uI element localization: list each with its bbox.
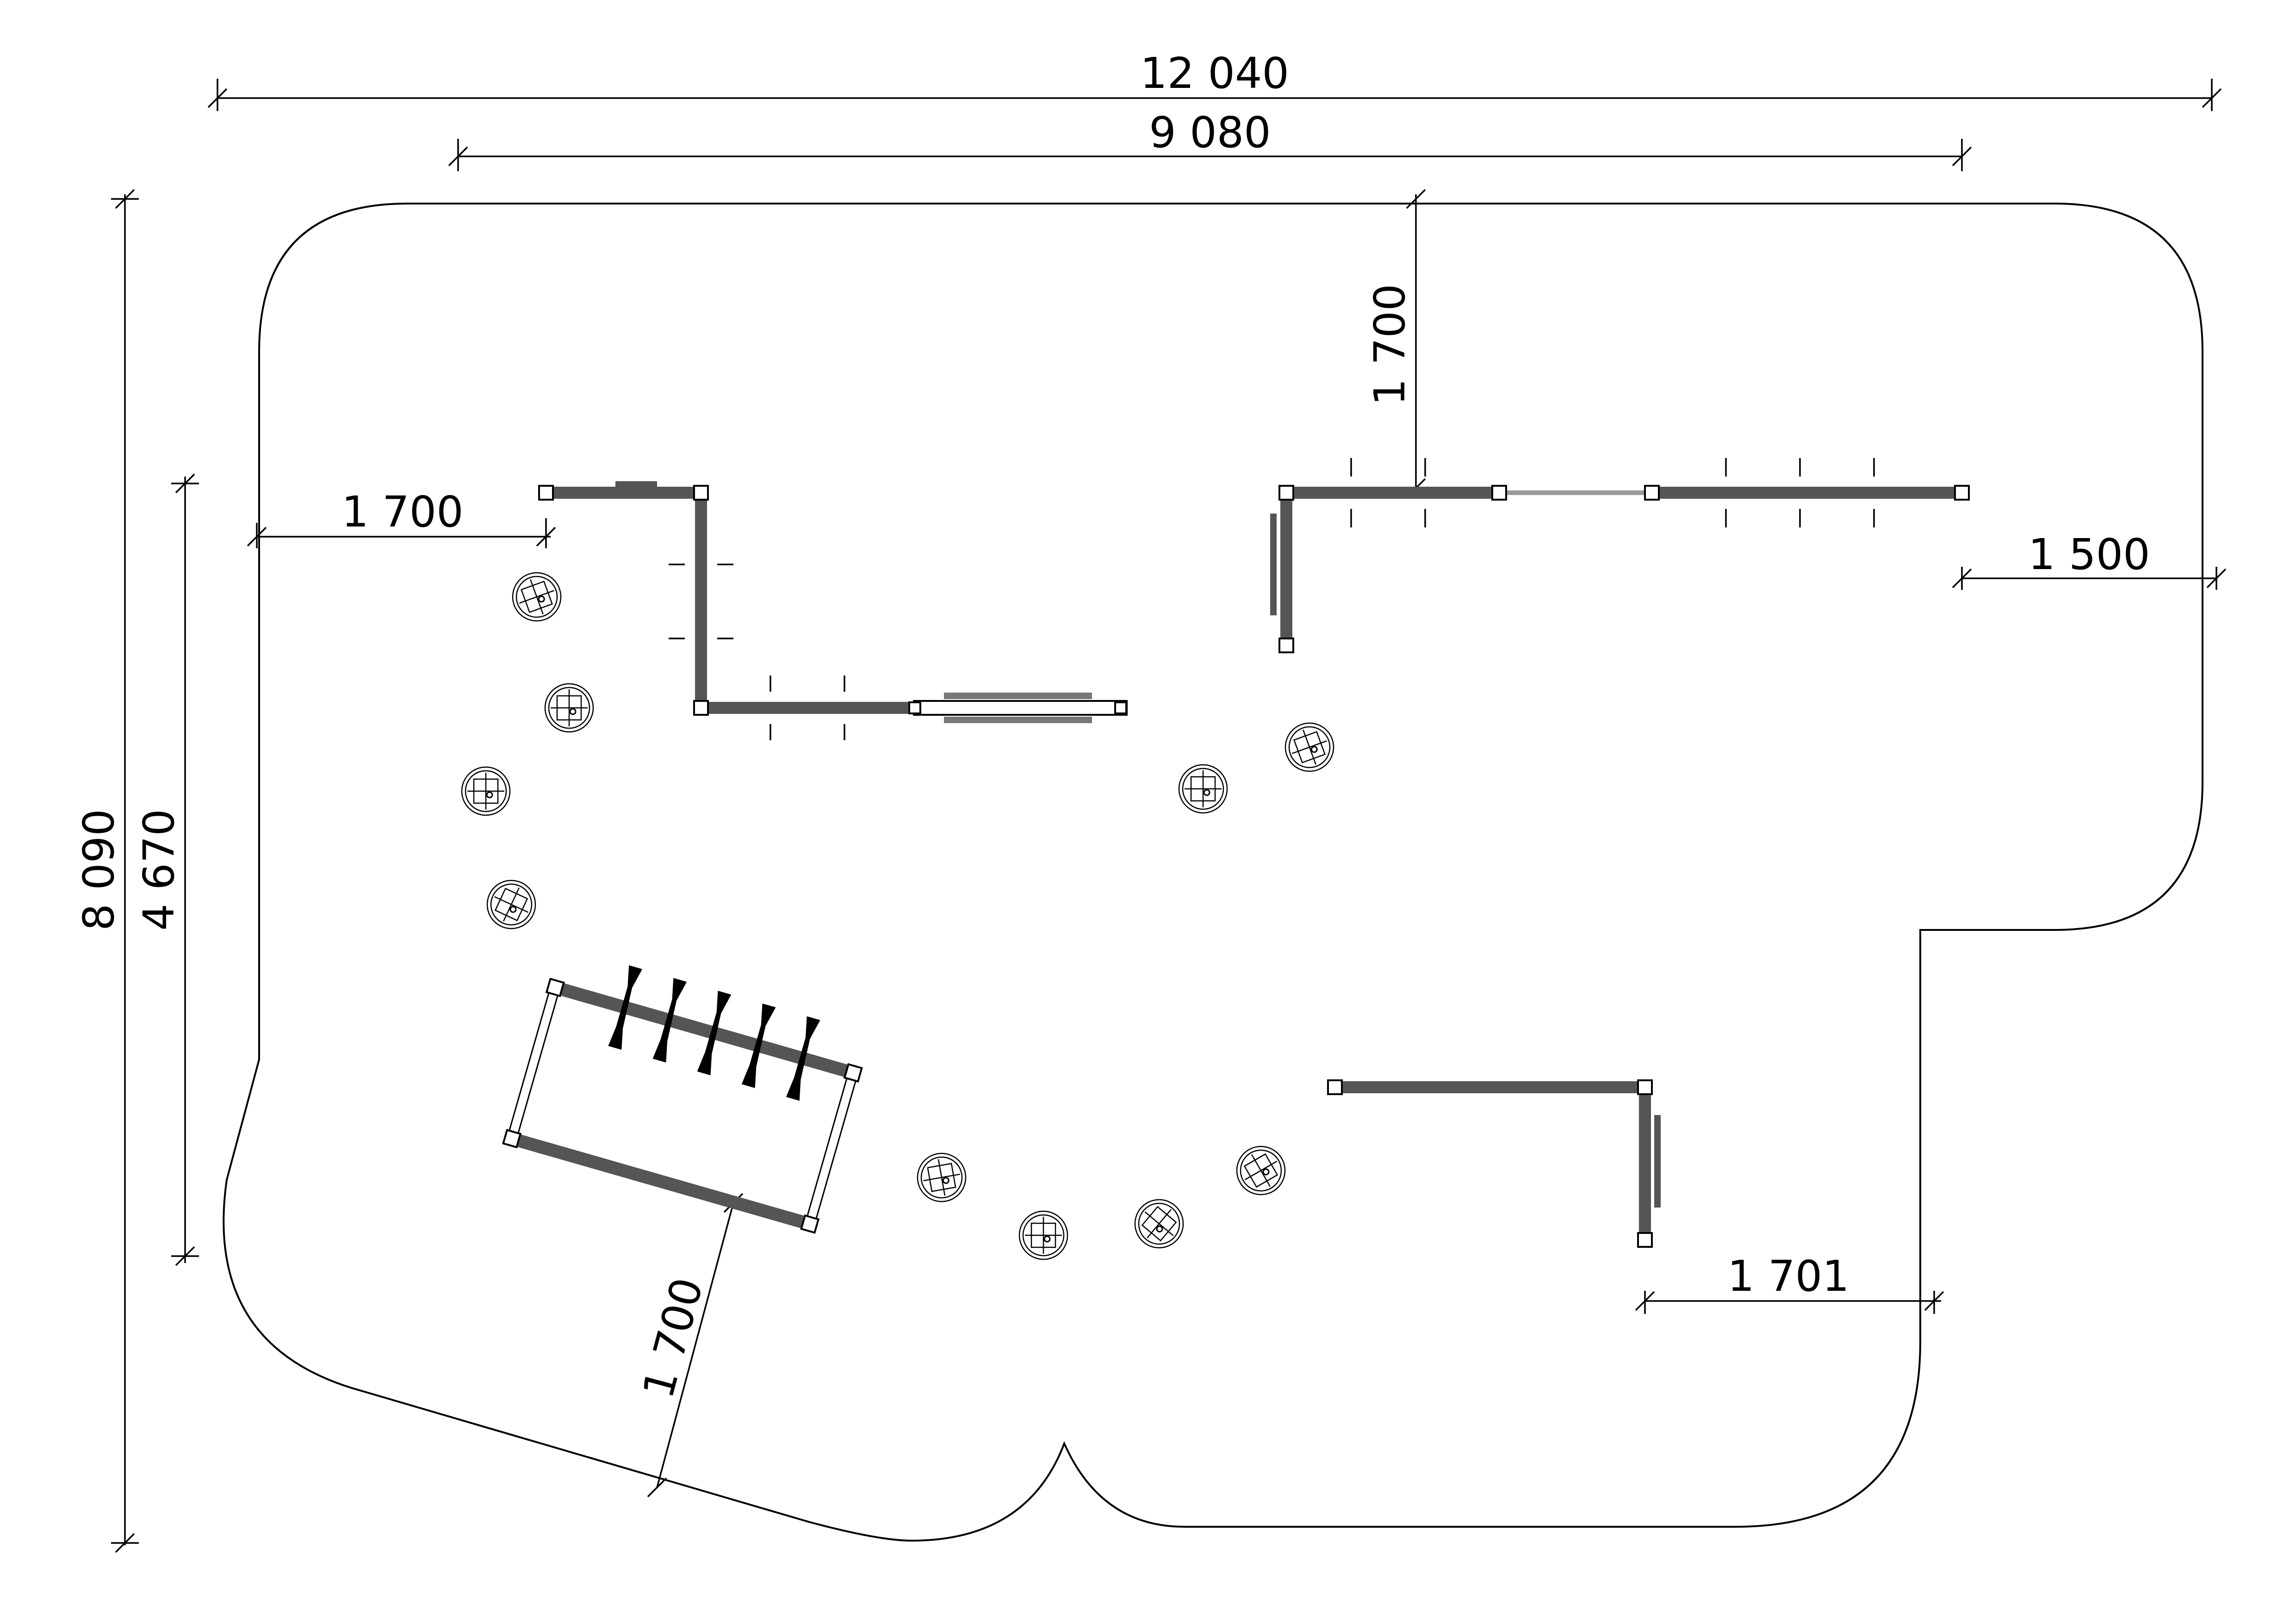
stepping-post	[1285, 722, 1334, 772]
post	[908, 701, 921, 714]
post	[693, 485, 709, 501]
dim-left-offset: 1 700	[247, 487, 556, 548]
dim-overall-height-label: 8 090	[74, 809, 124, 930]
post	[1278, 485, 1294, 501]
post	[1114, 701, 1127, 714]
stepping-posts	[461, 572, 1334, 1260]
dim-inner-height: 4 670	[134, 473, 199, 1266]
post	[1327, 1079, 1343, 1095]
beam	[510, 1132, 812, 1231]
post	[843, 1063, 863, 1083]
post	[538, 485, 554, 501]
dim-overall-height: 8 090	[74, 189, 139, 1553]
structure-bottom-left	[502, 965, 863, 1234]
dim-bottom-right-offset: 1 701	[1635, 1251, 1944, 1314]
stepping-post	[1236, 1146, 1286, 1196]
dim-inner-width-label: 9 080	[1149, 108, 1271, 157]
frame-side	[506, 985, 561, 1141]
beam-panel	[913, 700, 1128, 716]
post	[1954, 485, 1970, 501]
post	[545, 978, 565, 997]
stepping-post	[486, 880, 536, 929]
frame-side	[804, 1071, 859, 1227]
dim-overall-width-label: 12 040	[1140, 49, 1289, 98]
stepping-post	[512, 572, 562, 622]
dim-bottom-right-offset-label: 1 701	[1727, 1251, 1849, 1301]
dim-inner-width: 9 080	[448, 108, 1972, 171]
post	[1278, 638, 1294, 653]
stepping-post	[1018, 1210, 1068, 1260]
post	[693, 700, 709, 716]
beam-accent	[1270, 514, 1277, 615]
site-boundary	[223, 203, 2203, 1542]
beam-panel-fill	[944, 717, 1092, 723]
structure-bottom-right	[1327, 1079, 1661, 1248]
beam-accent	[1654, 1115, 1661, 1208]
post	[1644, 485, 1660, 501]
stepping-post	[1134, 1199, 1184, 1249]
dim-bottom-left-offset: 1 700	[633, 1193, 744, 1498]
dim-top-offset-label: 1 700	[1365, 284, 1415, 405]
dim-right-offset: 1 500	[1952, 530, 2227, 590]
post	[800, 1214, 820, 1234]
beam-panel-fill	[944, 693, 1092, 699]
dim-bottom-left-offset-label: 1 700	[633, 1273, 713, 1403]
dim-right-offset-label: 1 500	[2028, 530, 2150, 579]
dim-left-offset-label: 1 700	[341, 487, 463, 537]
stepping-post	[461, 766, 511, 816]
dim-top-offset: 1 700	[1365, 189, 1426, 498]
beam-accent	[615, 481, 657, 488]
stepping-post	[544, 683, 594, 733]
structure-top-right	[1270, 458, 1970, 653]
post	[502, 1129, 522, 1149]
post	[1637, 1232, 1653, 1248]
stepping-post	[1178, 764, 1228, 814]
structure-top-left	[538, 481, 1128, 740]
dim-inner-height-label: 4 670	[134, 809, 184, 930]
hanging-seats	[608, 965, 820, 1101]
post	[1637, 1079, 1653, 1095]
post	[1491, 485, 1507, 501]
stepping-post	[917, 1152, 967, 1202]
dim-overall-width: 12 040	[207, 49, 2222, 111]
